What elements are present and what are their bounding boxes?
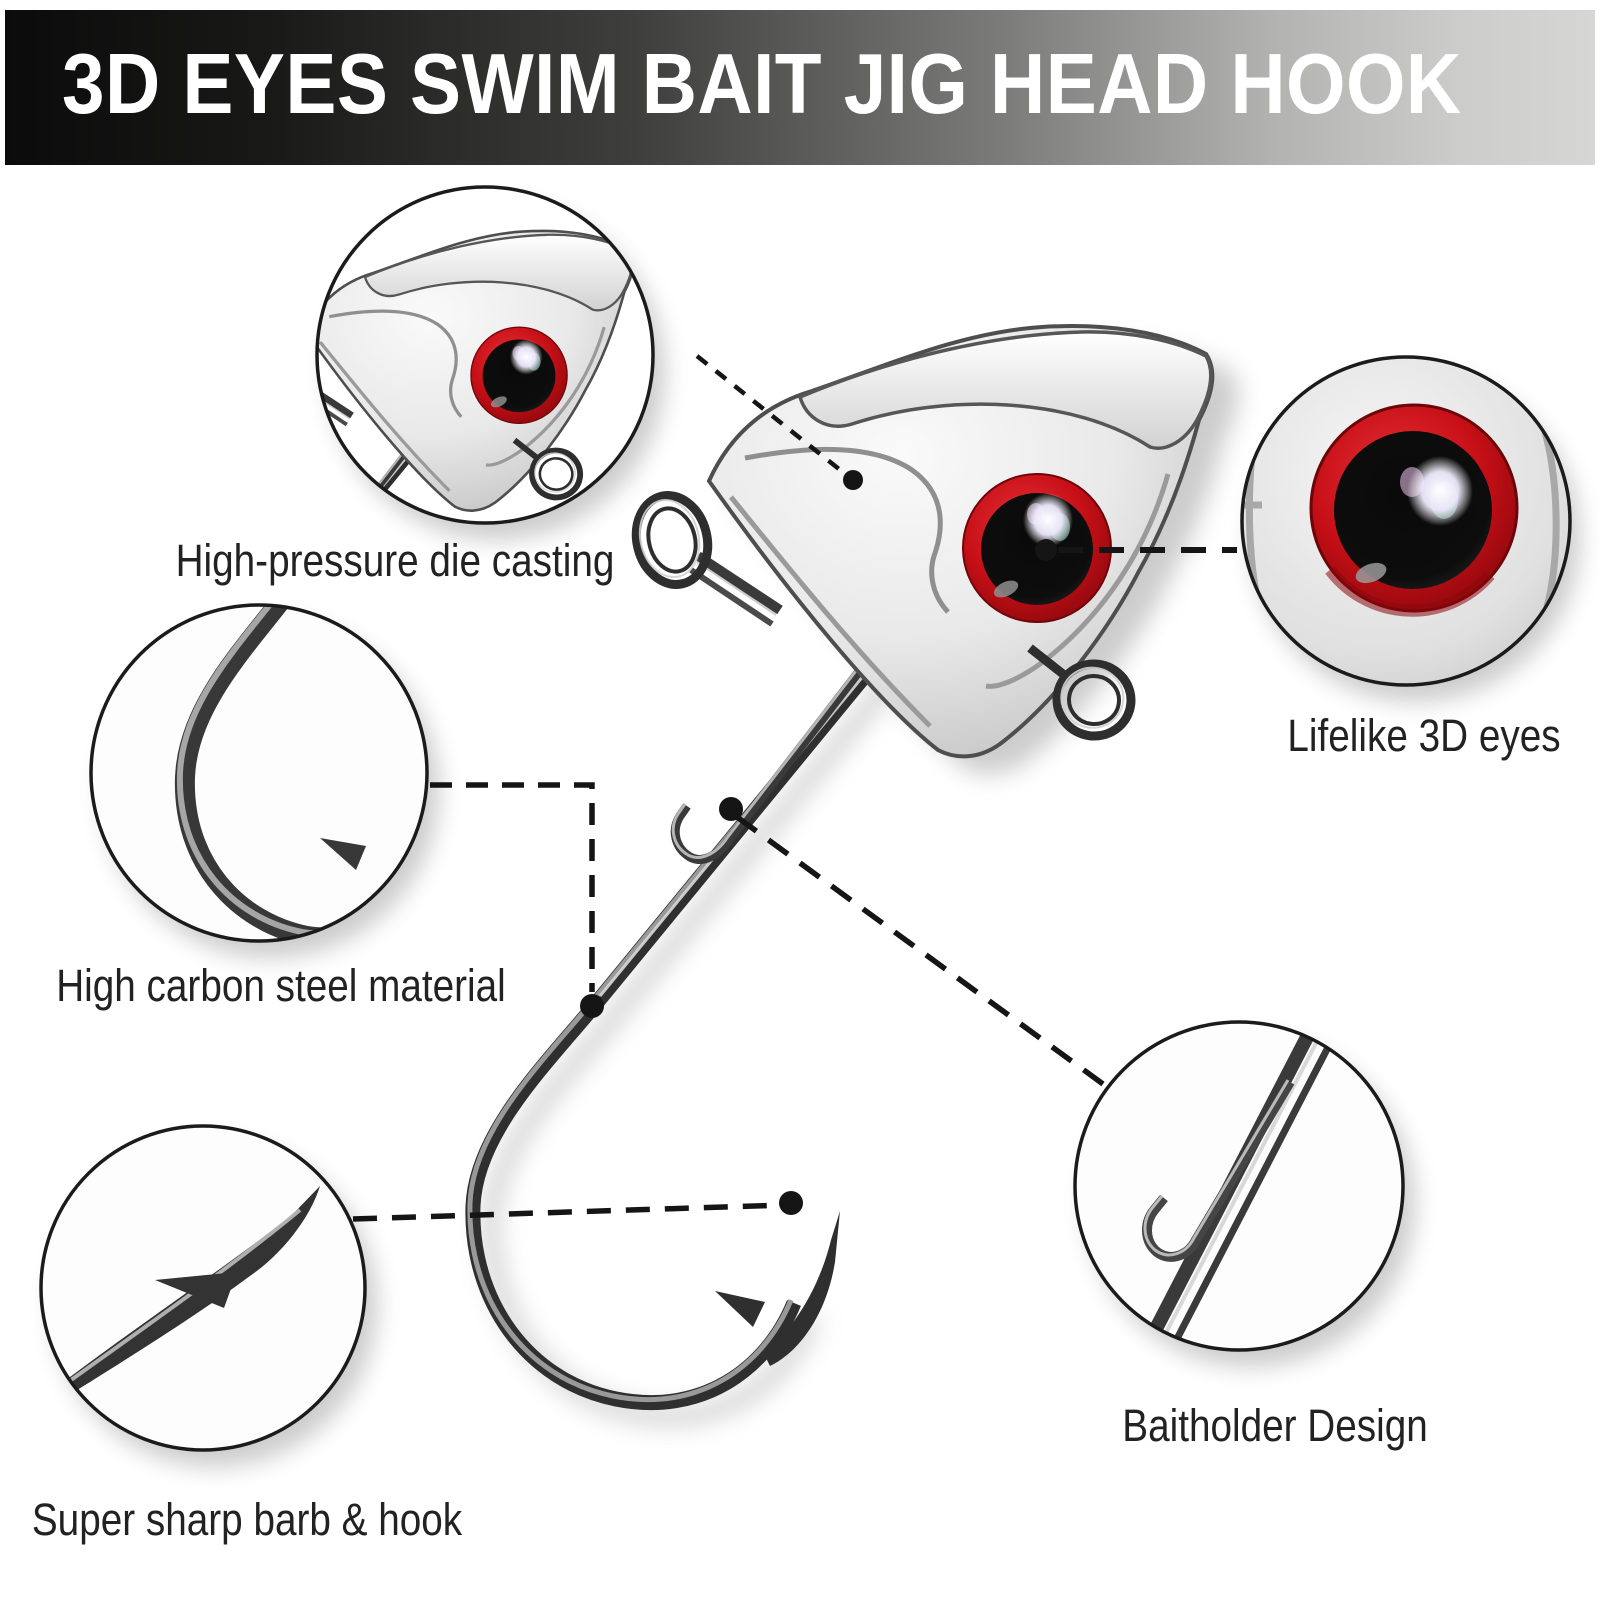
leader-lines — [352, 354, 1237, 1222]
leader-carbon-steel — [430, 782, 595, 992]
baitholder-keeper-illustration — [670, 649, 878, 864]
callout-circle-die-casting — [315, 185, 665, 540]
callout-circle-sharp-barb — [39, 1124, 377, 1467]
callout-circle-3d-eyes — [1240, 355, 1580, 702]
line-tie-eyelet — [631, 491, 713, 589]
head-top-fin-band — [797, 330, 1213, 450]
title-banner: 3D EYES SWIM BAIT JIG HEAD HOOK — [5, 10, 1595, 165]
callout-label-carbon-steel: High carbon steel material — [56, 960, 506, 1011]
callout-circle-carbon-steel — [89, 603, 439, 958]
hook-illustration — [465, 645, 892, 1411]
barb-detail — [715, 1291, 765, 1327]
page-title: 3D EYES SWIM BAIT JIG HEAD HOOK — [62, 37, 1462, 132]
belly-eyelet — [1027, 644, 1136, 741]
callout-label-die-casting: High-pressure die casting — [175, 535, 615, 586]
callout-label-sharp-barb: Super sharp barb & hook — [31, 1494, 463, 1545]
callout-label-3d-eyes: Lifelike 3D eyes — [1287, 710, 1561, 761]
leader-sharp-barb — [352, 1202, 787, 1222]
leader-baitholder — [735, 814, 1105, 1087]
callout-label-baitholder: Baitholder Design — [1122, 1400, 1428, 1451]
callout-circle-baitholder — [1073, 1020, 1415, 1367]
leader-die-casting — [695, 354, 851, 479]
